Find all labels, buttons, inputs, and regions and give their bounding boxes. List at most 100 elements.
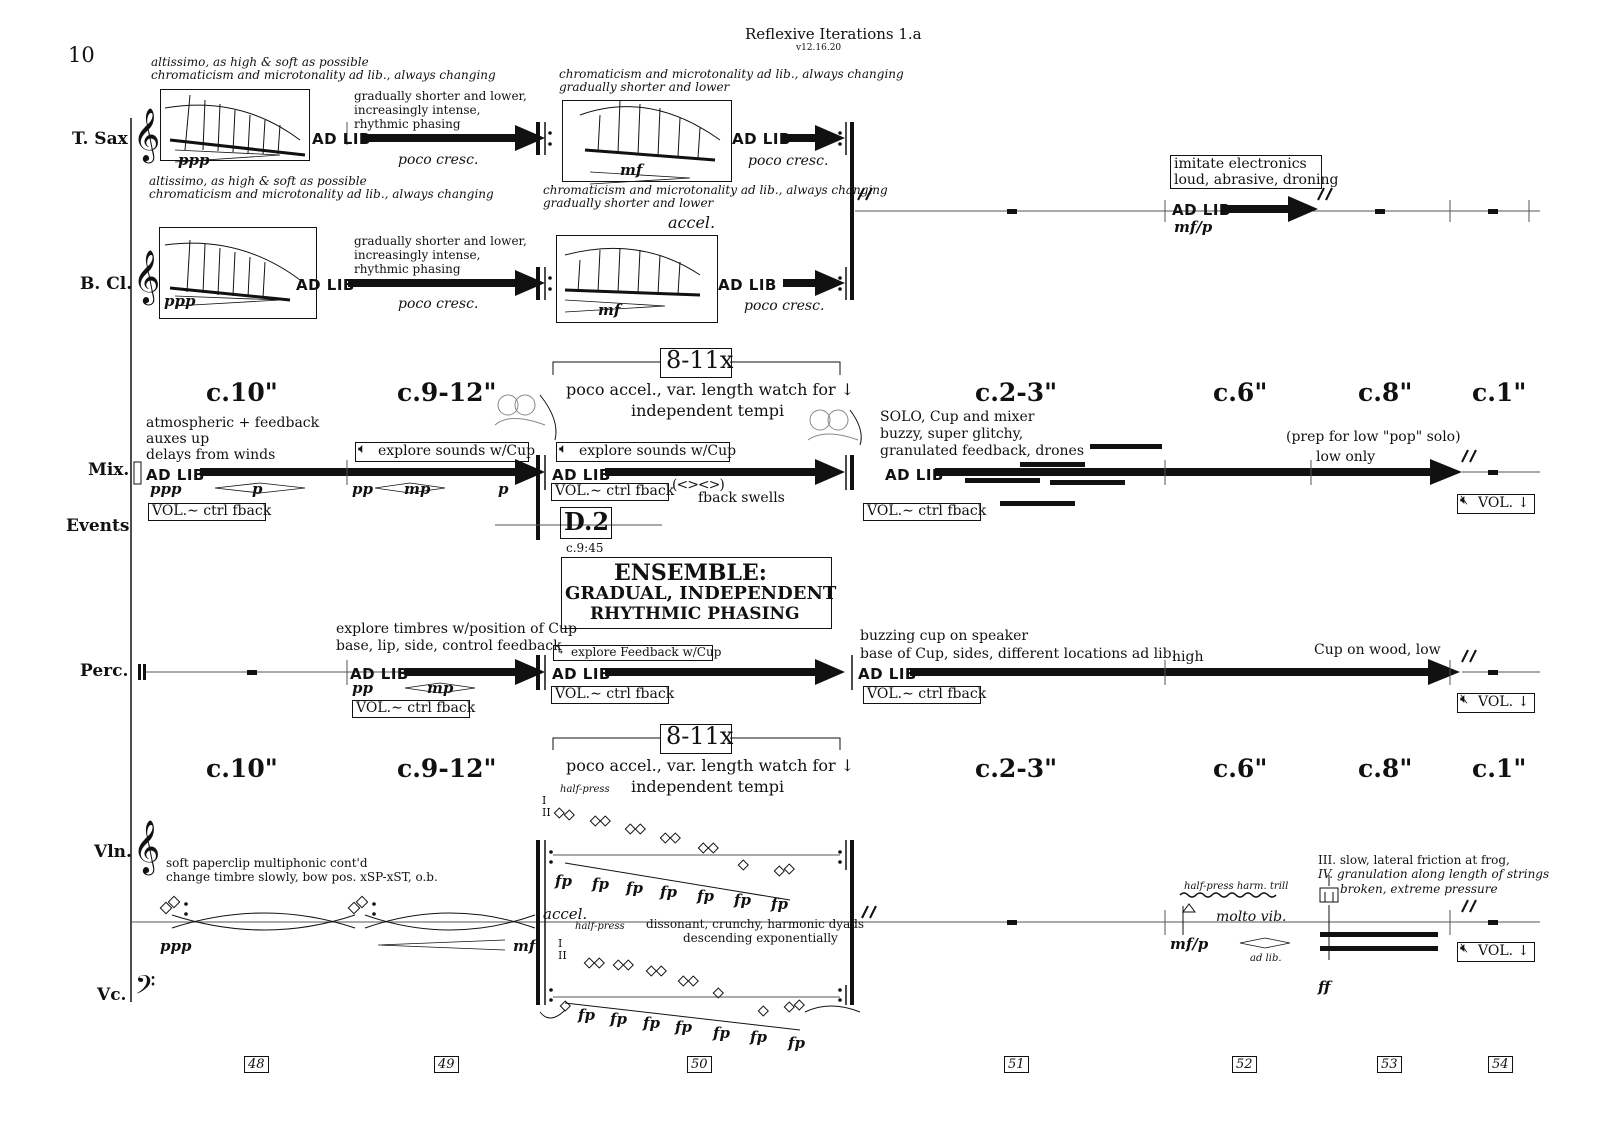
perc-vol-down-box	[1457, 693, 1535, 713]
piece-title: Reflexive Iterations 1.a	[745, 25, 922, 43]
tsax-dyn-mf: mf	[620, 161, 643, 179]
tsax-graphic-notation-48	[164, 94, 306, 163]
mix-vol-box-48	[148, 503, 266, 521]
tempo-53-lower: c.8"	[1358, 754, 1413, 783]
mix-prep-1: (prep for low "pop" solo)	[1286, 429, 1461, 445]
label-bcl: B. Cl.	[80, 274, 133, 294]
tsax-dyn-ppp: ppp	[178, 151, 210, 169]
repeat-note-upper-2: independent tempi	[631, 401, 785, 420]
tsax-arrow-50	[783, 125, 845, 151]
tempo-53-upper: c.8"	[1358, 378, 1413, 407]
mix-fback-swells: fback swells	[698, 490, 785, 506]
tsax-graphic-box-50	[562, 100, 732, 182]
tsax-phase-2: increasingly intense,	[354, 103, 481, 117]
label-perc: Perc.	[80, 661, 129, 681]
mix-dyn-p-48: p	[252, 480, 263, 498]
bcl-note-48-line1: altissimo, as high & soft as possible	[149, 174, 367, 188]
mix-dyn-ppp: ppp	[150, 480, 182, 498]
page-number: 10	[68, 43, 95, 67]
vc-granulation-marks	[1320, 932, 1438, 951]
speaker-icon: 🔈︎	[559, 441, 568, 457]
label-events: Events	[66, 516, 130, 536]
vln-half-press: half-press	[560, 784, 610, 795]
vln-fp-5: fp	[697, 887, 714, 905]
bcl-arrow-48	[348, 270, 545, 296]
mix-solo-2: buzzy, super glitchy,	[880, 426, 1024, 442]
measure-number: 48	[244, 1056, 269, 1073]
vln-fp-3: fp	[626, 879, 643, 897]
tempo-49-lower: c.9-12"	[397, 754, 497, 783]
perc-dyn-pp: pp	[352, 679, 373, 697]
tsax-phase-1: gradually shorter and lower,	[354, 89, 527, 103]
bcl-note-48-line2: chromaticism and microtonality ad lib., …	[149, 187, 494, 201]
repeat-count-upper: 8-11x	[666, 346, 734, 374]
mix-vol-51: VOL.∼ ctrl fback	[867, 503, 987, 519]
measure-number: 51	[1004, 1056, 1029, 1073]
repeat-count-box-lower	[660, 724, 732, 754]
mix-adlib-50: AD LIB	[552, 466, 611, 484]
tsax-graphic-notation-50	[579, 99, 721, 185]
bcl-graphic-notation-48	[164, 239, 301, 307]
vc-fp-4: fp	[675, 1018, 692, 1036]
repeat-count-box-upper	[660, 348, 732, 378]
mix-arrow-48	[200, 459, 545, 485]
tempo-51-upper: c.2-3"	[975, 378, 1058, 407]
perc-note-1: explore timbres w/position of Cup	[336, 621, 577, 637]
mix-dyn-p-49: p	[498, 480, 509, 498]
tempo-54-lower: c.1"	[1472, 754, 1527, 783]
ensemble-box	[561, 557, 832, 629]
perc-adlib-50: AD LIB	[552, 665, 611, 683]
vc-fp-1: fp	[578, 1006, 595, 1024]
tsax-poco-cresc-50: poco cresc.	[748, 153, 829, 169]
bcl-note-50-line2: gradually shorter and lower	[543, 196, 714, 210]
perc-explore-fb: explore Feedback w/Cup	[571, 645, 722, 659]
vln-harmonic-dyads	[553, 807, 795, 877]
label-mix: Mix.	[88, 460, 130, 480]
mix-dyn-pp-49: pp	[352, 480, 373, 498]
tsax-arrow-52	[1222, 196, 1318, 222]
treble-clef-icon: 𝄞	[133, 819, 161, 873]
repeat-note-lower-1: poco accel., var. length watch for ↓	[566, 756, 855, 775]
vc-dyn-ff: ff	[1318, 978, 1331, 996]
vc-fp-6: fp	[750, 1028, 767, 1046]
vc-fp-3: fp	[643, 1014, 660, 1032]
vc-fp-5: fp	[713, 1024, 730, 1042]
mix-dyn-mp-49: mp	[404, 480, 431, 498]
perc-buzz-2: base of Cup, sides, different locations …	[860, 646, 1177, 662]
vc-broken: broken, extreme pressure	[1340, 882, 1498, 896]
bcl-arrow-50	[783, 270, 845, 296]
mix-vol-50: VOL.∼ ctrl fback	[555, 483, 675, 499]
bcl-graphic-box-48	[159, 227, 317, 319]
bcl-dyn-ppp: ppp	[164, 292, 196, 310]
vln-harm-trill: half-press harm. trill	[1184, 881, 1289, 892]
bcl-phase-2: increasingly intense,	[354, 248, 481, 262]
treble-clef-icon: 𝄞	[133, 249, 161, 303]
bcl-phase-3: rhythmic phasing	[354, 262, 461, 276]
tsax-imitate-box	[1170, 155, 1322, 189]
ensemble-3: RHYTHMIC PHASING	[590, 604, 800, 624]
vln-fp-4: fp	[660, 883, 677, 901]
face-silhouettes-icon	[494, 394, 859, 441]
mix-vol-down: VOL. ↓	[1478, 495, 1530, 511]
bcl-adlib-48: AD LIB	[296, 276, 355, 294]
measure-number: 52	[1232, 1056, 1257, 1073]
mix-note-2: auxes up	[146, 431, 210, 447]
tsax-imitate-2: loud, abrasive, droning	[1174, 172, 1339, 188]
str-vol-down-box	[1457, 942, 1535, 962]
vc-dyads-2: descending exponentially	[683, 931, 838, 945]
vln-mult-2: change timbre slowly, bow pos. xSP-xST, …	[166, 870, 438, 884]
measure-number: 49	[434, 1056, 459, 1073]
bass-clef-icon: 𝄢	[135, 969, 156, 1007]
perc-vol-box-49	[352, 700, 470, 718]
mix-arrow-50	[605, 459, 845, 485]
tsax-imitate-1: imitate electronics	[1174, 156, 1307, 172]
bcl-poco-cresc-48: poco cresc.	[398, 296, 479, 312]
perc-buzz-1: buzzing cup on speaker	[860, 628, 1029, 644]
vln-fp-6: fp	[734, 891, 751, 909]
measure-number: 54	[1488, 1056, 1513, 1073]
tsax-adlib-52: AD LIB	[1172, 201, 1231, 219]
perc-adlib-49: AD LIB	[350, 665, 409, 683]
bcl-poco-cresc-50: poco cresc.	[744, 298, 825, 314]
